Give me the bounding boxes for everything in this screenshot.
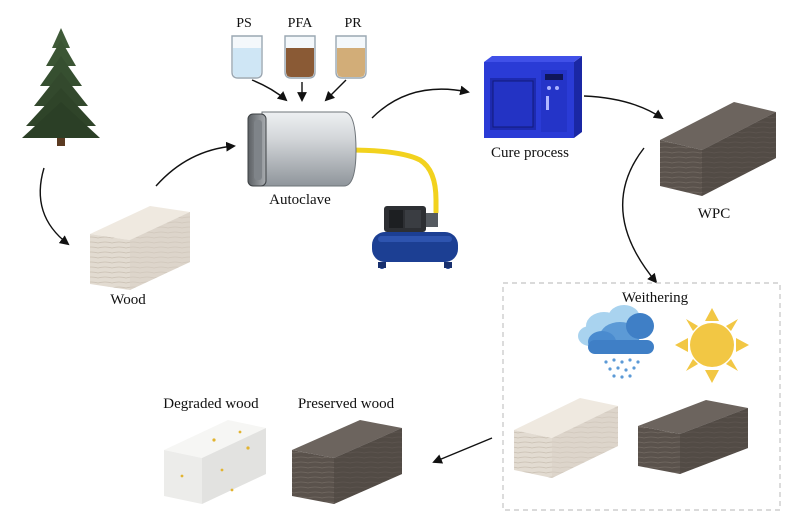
arrow-wood-to-autoclave: [155, 141, 236, 187]
curing-oven-icon: [484, 56, 582, 138]
arrow-ps-to-autoclave: [251, 79, 288, 102]
arrow-pr-to-autoclave: [324, 79, 347, 102]
beaker-icon: [231, 35, 263, 79]
weathering-label: Weithering: [622, 290, 689, 306]
sun-icon: [675, 308, 749, 383]
pine-tree-icon: [22, 28, 100, 146]
wpc-label: WPC: [698, 206, 731, 222]
preserved-wood-label: Preserved wood: [298, 396, 395, 412]
arrow-tree-to-wood: [39, 167, 70, 246]
wood-block-weathered-natural: [514, 398, 618, 478]
weathering-box: [502, 282, 781, 511]
ps-label: PS: [236, 16, 252, 31]
wood-block-degraded: [164, 420, 266, 504]
pr-label: PR: [344, 16, 362, 31]
autoclave-cylinder-icon: [247, 111, 357, 187]
air-hose: [345, 147, 439, 215]
autoclave-label: Autoclave: [269, 192, 331, 208]
arrow-weathering-to-results: [432, 437, 493, 464]
beaker-icon: [335, 35, 367, 79]
rain-cloud-icon: [578, 305, 654, 379]
pfa-label: PFA: [288, 16, 314, 31]
cure-process-label: Cure process: [491, 145, 569, 161]
beaker-icon: [284, 35, 316, 79]
arrow-autoclave-to-oven: [371, 85, 470, 119]
wood-block-natural: [90, 206, 190, 290]
arrow-oven-to-wpc: [583, 95, 664, 120]
wood-block-preserved: [292, 420, 402, 504]
air-compressor-icon: [372, 206, 458, 269]
wood-block-wpc: [660, 102, 776, 196]
wood-block-weathered-treated: [638, 400, 748, 474]
degraded-wood-label: Degraded wood: [163, 396, 259, 412]
arrow-wpc-to-weathering: [621, 147, 658, 284]
wood-label: Wood: [110, 292, 146, 308]
